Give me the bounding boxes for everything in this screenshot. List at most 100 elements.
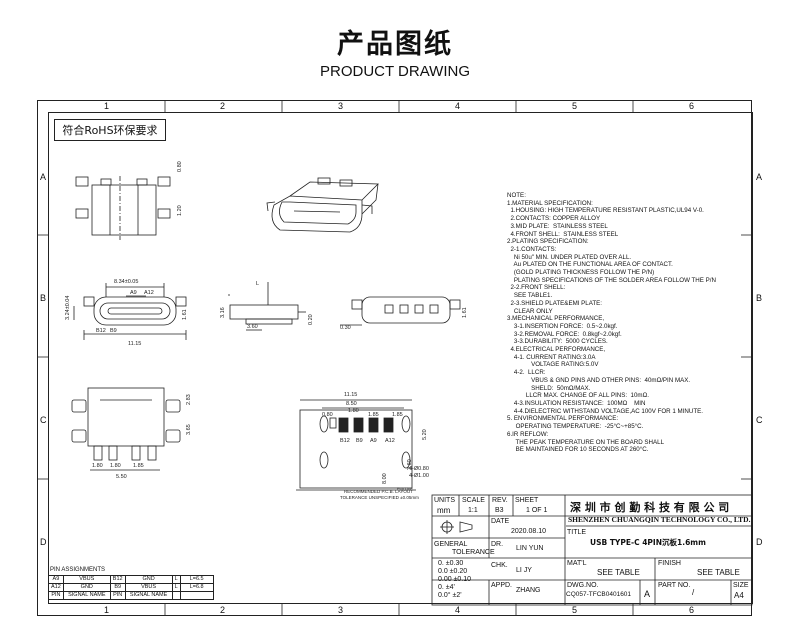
pcb-dim-8-00: 8.00 (382, 473, 388, 484)
pin-assignments-table: A9 VBUS B12 GND L L=6.5 A12 GND B9 VBUS … (48, 575, 214, 600)
table-cell: GND (124, 575, 173, 584)
note-line: BE MAINTAINED FOR 10 SECONDS AT 260°C. (507, 446, 649, 454)
grid-col-4-bottom: 4 (455, 605, 461, 615)
grid-col-6: 6 (689, 101, 695, 111)
dim-1-80-b: 1.80 (110, 463, 121, 469)
table-cell: PIN (109, 591, 126, 600)
label-b9: B9 (110, 328, 117, 334)
dim-3-60-side: 3.60 (247, 324, 258, 330)
general-tolerance-label-1: GENERAL (434, 541, 468, 548)
pin-table-title: PIN ASSIGNMENTS (50, 567, 106, 573)
note-line: Au PLATED ON THE FUNCTIONAL AREA OF CONT… (507, 261, 673, 269)
note-line: 3-1.INSERTION FORCE: 0.5~2.0kgf. (507, 322, 618, 330)
tolerance-2: 0.0 ±0.20 (438, 568, 468, 575)
pcb-dim-1-80: 1.80 (348, 408, 359, 414)
date-label: DATE (491, 518, 510, 525)
size-value: A4 (734, 591, 744, 600)
note-line: VBUS & GND PINS AND OTHER PINS: 40mΩ/PIN… (507, 376, 691, 384)
dim-1-85: 1.85 (133, 463, 144, 469)
dim-side-l: L (256, 281, 259, 287)
pcb-note-layout: RECOMMENDED P.C.B. LAYOUT (344, 489, 413, 494)
scale-value: 1:1 (468, 507, 478, 514)
sheet-label: SHEET (515, 497, 539, 504)
dim-0-20: 0.20 (308, 314, 314, 325)
page-title-en: PRODUCT DRAWING (320, 63, 470, 80)
note-line: 3.MID PLATE: STAINLESS STEEL (507, 222, 608, 230)
general-tolerance-label-2: TOLERANCE (452, 549, 495, 556)
grid-col-3-bottom: 3 (338, 605, 344, 615)
note-line: VOLTAGE RATING:5.0V (507, 361, 599, 369)
tolerance-5: 0.0° ±2' (438, 592, 462, 599)
label-b12: B12 (96, 328, 106, 334)
dim-3-65: 3.65 (186, 424, 192, 435)
note-line: 4-4.DIELECTRIC WITHSTAND VOLTAGE,AC 100V… (507, 407, 703, 415)
rev-value: B3 (495, 507, 504, 514)
note-line: 2.PLATING SPECIFICATION: (507, 238, 589, 246)
table-cell: B12 (109, 575, 126, 584)
table-cell: L=6.5 (179, 575, 214, 584)
note-line: 4-3.INSULATION RESISTANCE: 100MΩ MIN (507, 399, 646, 407)
dim-0-30: 0.30 (340, 325, 351, 331)
rear-view (340, 296, 461, 326)
table-cell: L=6.8 (179, 583, 214, 592)
grid-col-5-bottom: 5 (572, 605, 578, 615)
tolerance-3: 0.00 ±0.10 (438, 576, 472, 583)
dim-1-61-rear: 1.61 (462, 307, 468, 318)
pcb-label-b9: B9 (356, 438, 363, 444)
note-line: (GOLD PLATING THICKNESS FOLLOW THE P/N) (507, 269, 655, 277)
table-cell: VBUS (62, 575, 111, 584)
drawing-sheet-border (37, 100, 752, 616)
note-line: SHELD: 50mΩ/MAX. (507, 384, 591, 392)
spec-notes: NOTE:1.MATERIAL SPECIFICATION: 1.HOUSING… (507, 192, 752, 454)
approved-by-value: ZHANG (516, 587, 541, 594)
drawing-frame (48, 112, 753, 604)
grid-row-a-right: A (756, 172, 763, 182)
note-line: 5. ENVIRONMENTAL PERFORMANCE: (507, 415, 619, 423)
pcb-label-b12: B12 (340, 438, 350, 444)
sheet-value: 1 OF 1 (526, 507, 548, 514)
note-line: 6.IR REFLOW: (507, 430, 549, 438)
dim-3-24: 3.24±0.04 (65, 296, 71, 320)
bottom-view (71, 387, 181, 471)
grid-row-c: C (40, 415, 47, 425)
note-line: 4-2. LLCR: (507, 369, 546, 377)
units-label: UNITS (434, 497, 455, 504)
grid-col-2: 2 (220, 101, 226, 111)
grid-row-b-right: B (756, 293, 763, 303)
dim-0-80: 0.80 (177, 161, 183, 172)
page-title-cn: 产品图纸 (337, 29, 453, 60)
table-row: A12 GND B9 VBUS L L=6.8 (48, 583, 214, 592)
grid-row-d: D (40, 537, 47, 547)
grid-row-d-right: D (756, 537, 763, 547)
pcb-dim-1-85-a: 1.85 (368, 412, 379, 418)
pcb-edge-label: Pcb Line (397, 486, 413, 491)
note-line: Ni 50u" MIN. UNDER PLATED OVER ALL. (507, 253, 632, 261)
scale-label: SCALE (462, 497, 485, 504)
note-line: PLATING SPECIFICATIONS OF THE SOLDER ARE… (507, 276, 716, 284)
pcb-hole-1-00: 4-Ø1.00 (409, 473, 429, 479)
table-cell: SIGNAL NAME (124, 591, 173, 600)
material-label: MAT'L (567, 560, 587, 567)
dim-3-16: 3.16 (220, 307, 226, 318)
dwg-rev-value: A (644, 589, 651, 599)
note-line: 4-1. CURRENT RATING:3.0A (507, 353, 596, 361)
note-line: SEE TABLE1. (507, 292, 553, 300)
dim-1-80-a: 1.80 (92, 463, 103, 469)
label-a12: A12 (144, 290, 154, 296)
checked-by-label: CHK. (491, 562, 508, 569)
pcb-dim-1-85-b: 1.85 (392, 412, 403, 418)
dim-11-15: 11.15 (128, 341, 141, 347)
pcb-dim-0-80: 0.80 (322, 412, 333, 418)
pcb-note-tolerance: TOLERANCE UNSPECIFIED ±0.05mm (340, 495, 419, 500)
grid-row-c-right: C (756, 415, 763, 425)
pcb-dim-11-15: 11.15 (344, 392, 357, 398)
side-view (228, 282, 306, 331)
dwg-no-value: CQ057-TFCB0401601 (566, 591, 632, 598)
pcb-dim-3-60: 3.60 (407, 459, 413, 470)
grid-col-5: 5 (572, 101, 578, 111)
note-line: OPERATING TEMPERATURE: -25°C~+85°C. (507, 423, 644, 431)
table-cell: L (171, 575, 181, 584)
pcb-label-a12: A12 (385, 438, 395, 444)
